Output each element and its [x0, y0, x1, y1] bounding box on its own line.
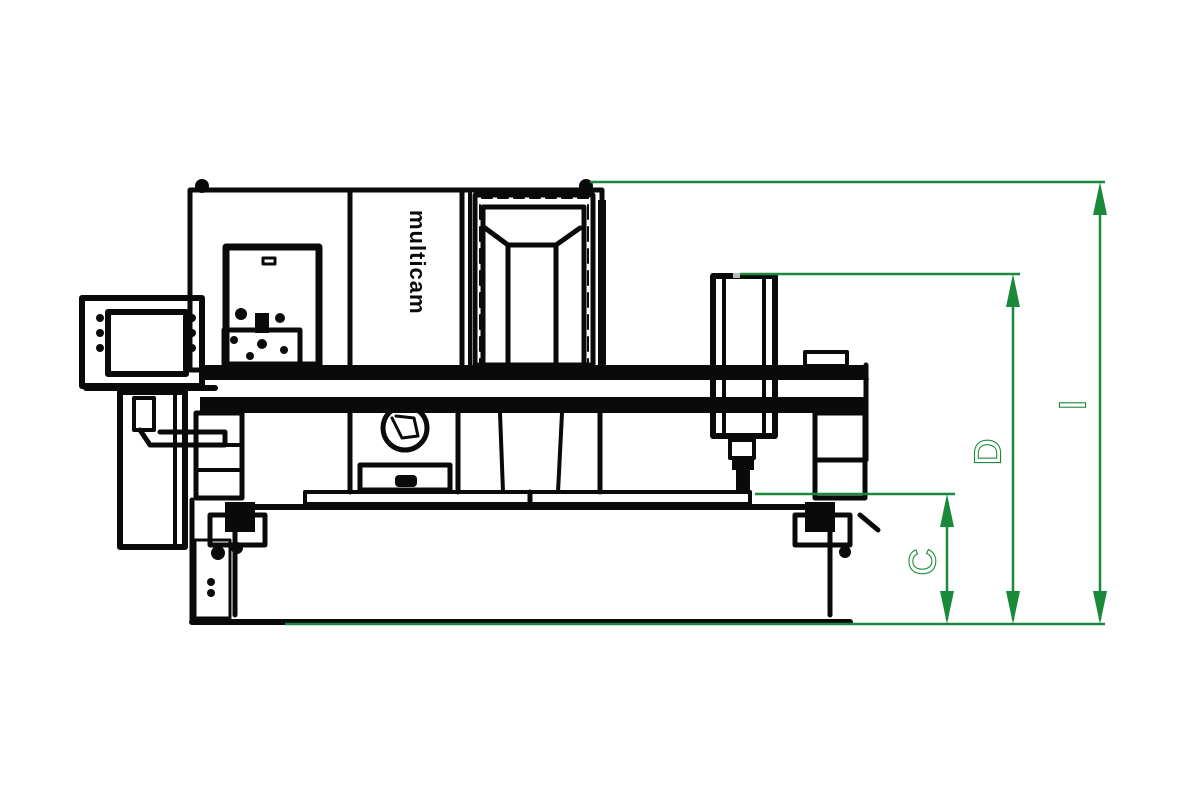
enclosure-window [472, 192, 606, 370]
dim-label-I: I [1052, 400, 1093, 410]
z-axis-carriage [710, 273, 778, 490]
arrow-up-icon [1006, 274, 1020, 307]
arrow-down-icon [1093, 591, 1107, 624]
dimension-labels: C D I [901, 399, 1094, 576]
control-monitor [79, 295, 218, 391]
arrow-down-icon [1006, 591, 1020, 624]
dimension-lines [285, 180, 1107, 626]
arrow-up-icon [1093, 182, 1107, 215]
drive-motor [357, 403, 453, 493]
left-gantry-upright [193, 410, 245, 501]
dim-label-C: C [902, 549, 943, 575]
brand-label: multicam [405, 210, 430, 315]
arrow-up-icon [940, 494, 954, 527]
right-rail-block [792, 502, 881, 558]
right-gantry-upright [812, 410, 868, 501]
gantry-lower-frame [347, 410, 603, 495]
machine-bed [189, 489, 853, 625]
cabinet-door [221, 243, 323, 369]
brand-text: multicam [405, 210, 430, 315]
left-rail-block [207, 502, 268, 554]
dim-label-D: D [967, 439, 1008, 465]
arrow-down-icon [940, 591, 954, 624]
gantry-beam [199, 350, 869, 463]
